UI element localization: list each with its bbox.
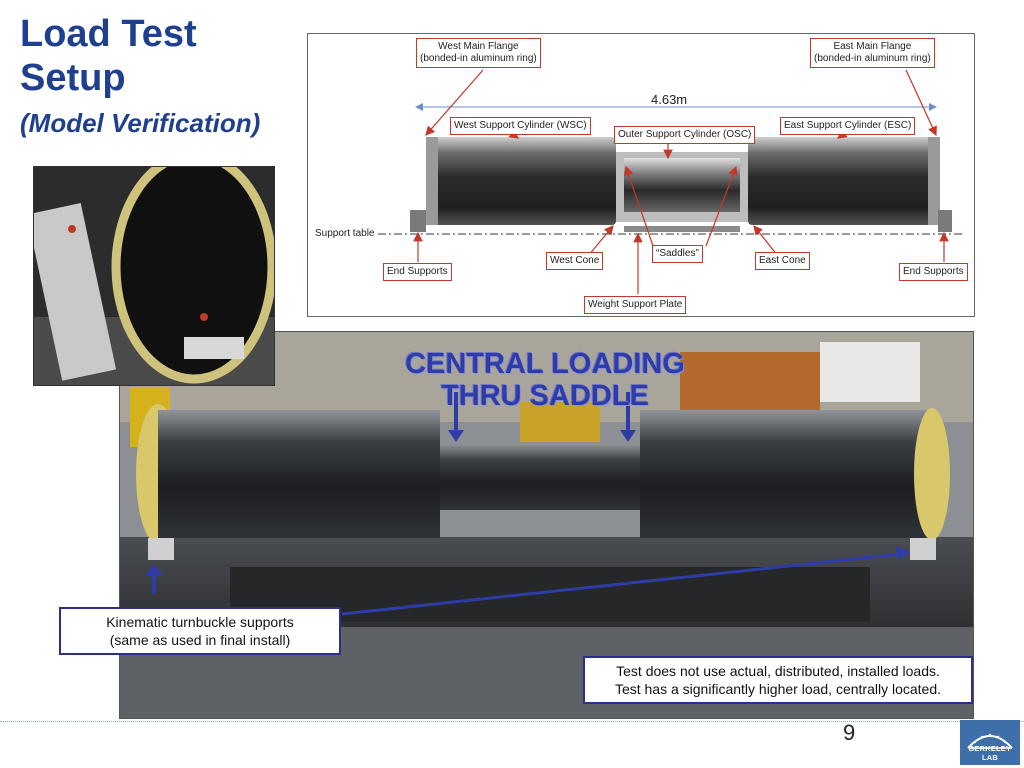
callout-kinematic-supports: Kinematic turnbuckle supports (same as u… (59, 607, 341, 655)
central-loading-overlay: CENTRAL LOADING THRU SADDLE (405, 348, 685, 412)
label-west-main-flange: West Main Flange(bonded-in aluminum ring… (416, 38, 541, 68)
label-length: 4.63m (651, 92, 688, 107)
diagram-drawing (378, 69, 963, 294)
label-east-main-flange: East Main Flange(bonded-in aluminum ring… (810, 38, 935, 68)
label-weight-support-plate: Weight Support Plate (584, 296, 687, 314)
photo-west-cylinder (158, 410, 440, 538)
label-osc: Outer Support Cylinder (OSC) (614, 126, 756, 144)
label-esc: East Support Cylinder (ESC) (780, 117, 916, 135)
logo-arc-icon (967, 733, 1013, 749)
logo-text: BERKELEY LAB (968, 744, 1012, 762)
page-number: 9 (843, 720, 856, 745)
outer-support-cylinder (624, 158, 740, 212)
label-end-supports-left: End Supports (383, 263, 452, 281)
slide-title: Load Test Setup (20, 12, 197, 100)
inset-photo (33, 166, 275, 386)
west-flange (426, 137, 438, 225)
label-west-cone: West Cone (546, 252, 604, 270)
east-support-cylinder (748, 137, 940, 225)
end-support-right-block (938, 210, 952, 232)
label-end-supports-right: End Supports (899, 263, 968, 281)
weight-plate-shape (624, 226, 740, 232)
label-support-table: Support table (315, 228, 375, 239)
west-support-cylinder (426, 137, 616, 225)
end-support-left-block (410, 210, 426, 232)
photo-middle-cylinder (440, 444, 640, 510)
label-saddles: “Saddles” (652, 245, 703, 263)
title-line-2: Setup (20, 57, 126, 99)
setup-diagram: West Main Flange(bonded-in aluminum ring… (307, 33, 975, 317)
berkeley-lab-logo: BERKELEY LAB (960, 720, 1020, 765)
title-line-1: Load Test (20, 13, 197, 55)
slide-subtitle: (Model Verification) (20, 108, 261, 138)
callout-test-loads: Test does not use actual, distributed, i… (583, 656, 973, 704)
east-flange (928, 137, 940, 225)
label-east-cone: East Cone (755, 252, 810, 270)
footer-divider (0, 721, 1024, 722)
label-wsc: West Support Cylinder (WSC) (450, 117, 591, 135)
photo-east-cylinder (640, 410, 930, 538)
